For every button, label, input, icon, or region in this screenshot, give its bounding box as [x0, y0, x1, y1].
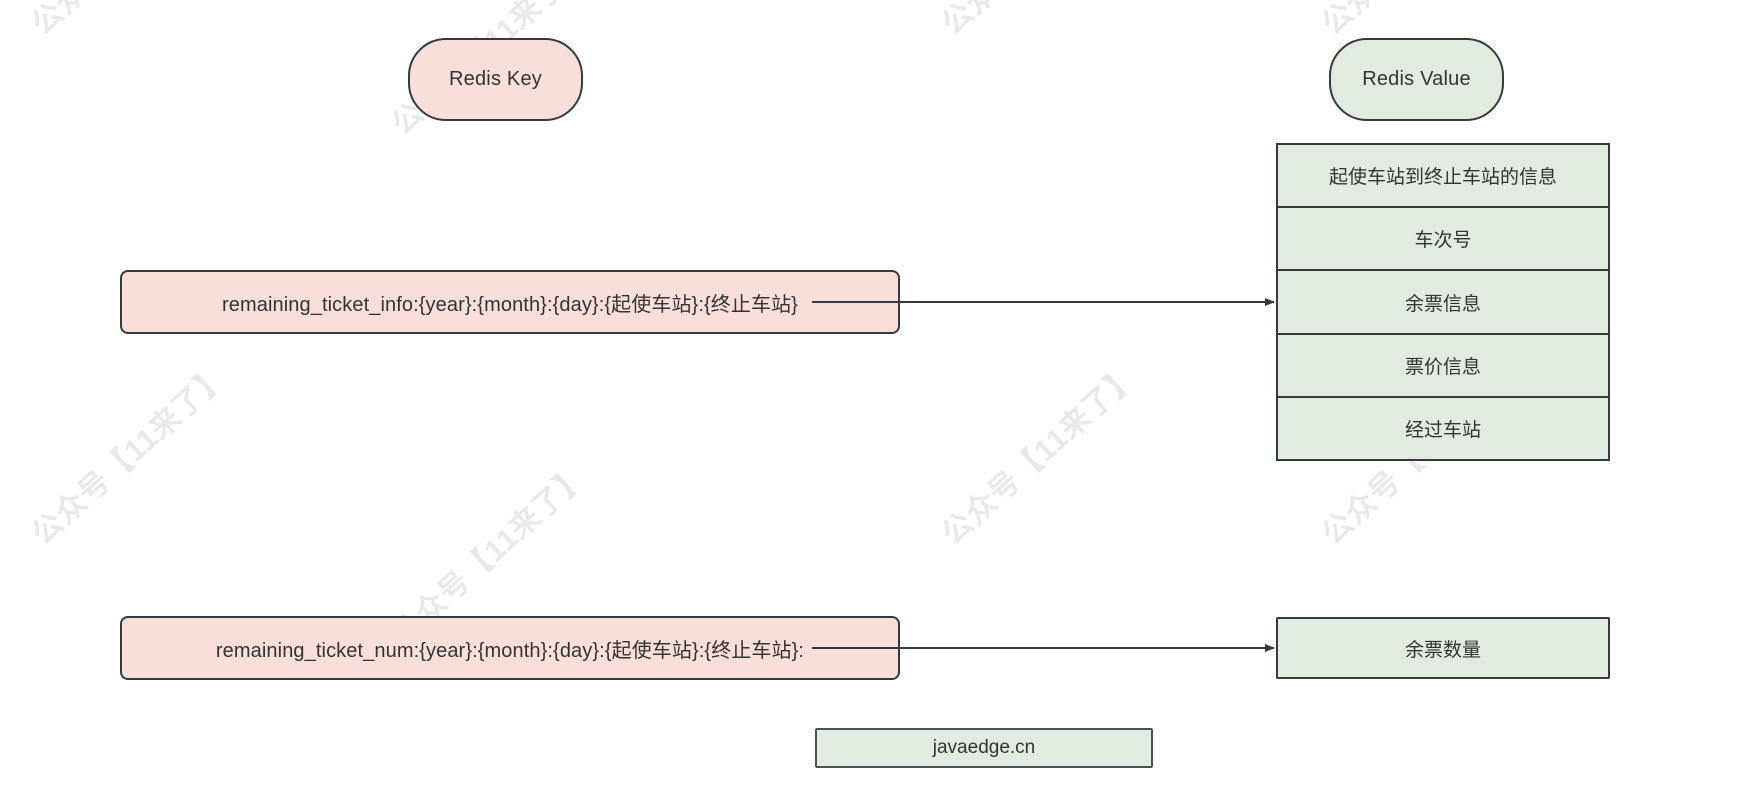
value-table-row[interactable]: 余票信息: [1278, 271, 1608, 335]
remaining-ticket-info-key-node[interactable]: remaining_ticket_info:{year}:{month}:{da…: [120, 270, 900, 334]
remaining-ticket-num-key-label: remaining_ticket_num:{year}:{month}:{day…: [215, 639, 805, 662]
redis-value-title-node[interactable]: Redis Value: [1329, 38, 1504, 121]
redis-value-title-label: Redis Value: [1362, 68, 1471, 90]
footer-site-badge[interactable]: javaedge.cn: [815, 728, 1153, 768]
value-table-row[interactable]: 票价信息: [1278, 335, 1608, 398]
redis-key-title-label: Redis Key: [449, 68, 542, 90]
value-table-row[interactable]: 起使车站到终止车站的信息: [1278, 145, 1608, 209]
value-table-row[interactable]: 经过车站: [1404, 419, 1481, 441]
remaining-ticket-num-key-node[interactable]: remaining_ticket_num:{year}:{month}:{day…: [120, 616, 900, 680]
remaining-ticket-count-value-node[interactable]: 余票数量: [1276, 617, 1610, 679]
footer-site-label: javaedge.cn: [932, 737, 1036, 758]
value-table-row[interactable]: 车次号: [1278, 208, 1608, 272]
redis-key-title-node[interactable]: Redis Key: [408, 38, 583, 121]
remaining-ticket-info-key-label: remaining_ticket_info:{year}:{month}:{da…: [222, 293, 798, 316]
redis-value-table: 起使车站到终止车站的信息 车次号 余票信息 票价信息 经过车站: [1276, 143, 1610, 461]
remaining-ticket-count-value-label: 余票数量: [1404, 639, 1481, 661]
